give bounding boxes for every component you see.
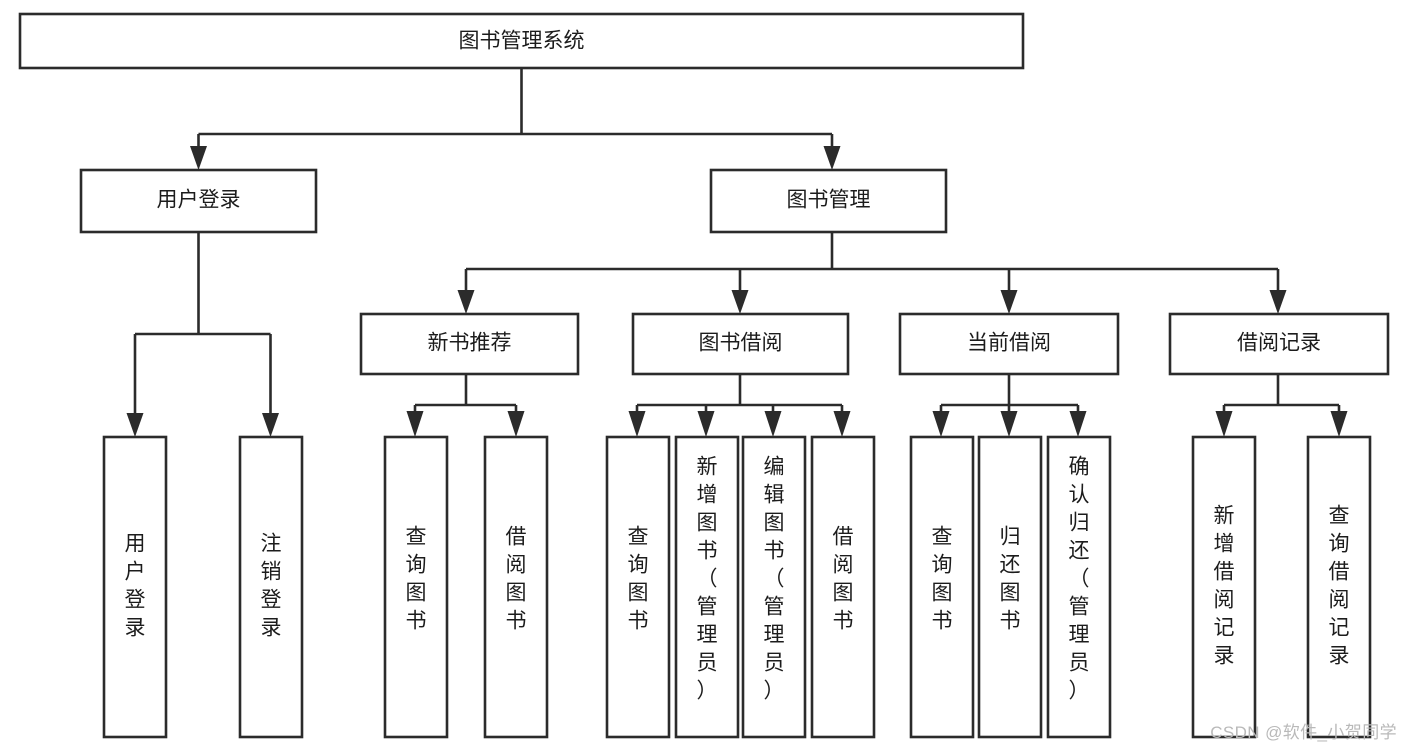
node-leaf-add-record-label: 新增借阅记录 <box>1214 505 1235 668</box>
node-borrow-record-box[interactable] <box>1168 312 1390 376</box>
node-book-manage-label: 图书管理 <box>787 189 871 212</box>
node-book-manage[interactable]: 图书管理 <box>709 168 948 234</box>
arrow-to-borrow-record <box>1269 290 1287 314</box>
arrow-leaf-add-book <box>697 411 715 437</box>
arrow-leaf-query-record <box>1330 411 1348 437</box>
node-user-login-box[interactable] <box>79 168 318 234</box>
node-current-borrow-box[interactable] <box>898 312 1120 376</box>
node-leaf-borrow-book-1[interactable]: 借阅图书 <box>483 435 549 739</box>
node-leaf-add-book-label: 新增图书（管理员） <box>697 456 718 703</box>
arrow-to-new-book-recommend <box>457 290 475 314</box>
node-book-borrow-box[interactable] <box>631 312 850 376</box>
node-current-borrow[interactable]: 当前借阅 <box>898 312 1120 376</box>
node-leaf-query-book-2[interactable]: 查询图书 <box>605 435 671 739</box>
arrow-leaf-query-book-3 <box>932 411 950 437</box>
node-leaf-query-book-3-label: 查询图书 <box>932 526 953 633</box>
node-new-book-recommend-box[interactable] <box>359 312 580 376</box>
node-leaf-query-book-2-box[interactable] <box>605 435 671 739</box>
node-root-label: 图书管理系统 <box>459 30 585 53</box>
arrow-leaf-query-book-1 <box>406 411 424 437</box>
node-leaf-user-login-box[interactable] <box>102 435 168 739</box>
node-leaf-return-book-label: 归还图书 <box>1000 526 1021 633</box>
arrow-leaf-user-login <box>126 413 144 437</box>
node-user-login[interactable]: 用户登录 <box>79 168 318 234</box>
node-leaf-borrow-book-1-label: 借阅图书 <box>506 526 527 633</box>
node-leaf-confirm-return-box[interactable] <box>1046 435 1112 739</box>
node-leaf-query-record[interactable]: 查询借阅记录 <box>1306 435 1372 739</box>
arrow-to-book-manage <box>823 146 841 170</box>
node-new-book-recommend-label: 新书推荐 <box>428 332 512 355</box>
node-leaf-user-login[interactable]: 用户登录 <box>102 435 168 739</box>
arrow-leaf-return-book <box>1000 411 1018 437</box>
node-borrow-record-label: 借阅记录 <box>1237 332 1321 355</box>
node-leaf-add-book-box[interactable] <box>674 435 740 739</box>
csdn-watermark: CSDN @软件_小贺同学 <box>1210 723 1397 742</box>
node-leaf-query-book-1-label: 查询图书 <box>406 526 427 633</box>
node-leaf-query-book-3[interactable]: 查询图书 <box>909 435 975 739</box>
node-leaf-edit-book[interactable]: 编辑图书（管理员） <box>741 435 807 739</box>
node-leaf-query-book-3-box[interactable] <box>909 435 975 739</box>
node-book-borrow-label: 图书借阅 <box>699 332 783 355</box>
node-root-box[interactable] <box>18 12 1025 70</box>
node-borrow-record[interactable]: 借阅记录 <box>1168 312 1390 376</box>
arrow-leaf-borrow-book-2 <box>833 411 851 437</box>
node-book-borrow[interactable]: 图书借阅 <box>631 312 850 376</box>
node-leaf-edit-book-box[interactable] <box>741 435 807 739</box>
node-new-book-recommend[interactable]: 新书推荐 <box>359 312 580 376</box>
node-leaf-confirm-return-label: 确认归还（管理员） <box>1069 456 1090 703</box>
node-root[interactable]: 图书管理系统 <box>18 12 1025 70</box>
node-leaf-query-book-1[interactable]: 查询图书 <box>383 435 449 739</box>
node-leaf-return-book-box[interactable] <box>977 435 1043 739</box>
arrow-leaf-borrow-book-1 <box>507 411 525 437</box>
connector-layer <box>126 68 1348 437</box>
node-leaf-borrow-book-2[interactable]: 借阅图书 <box>810 435 876 739</box>
node-leaf-borrow-book-1-box[interactable] <box>483 435 549 739</box>
arrow-leaf-user-logout <box>262 413 279 437</box>
node-leaf-borrow-book-2-box[interactable] <box>810 435 876 739</box>
arrow-leaf-add-record <box>1215 411 1233 437</box>
arrow-leaf-edit-book <box>764 411 782 437</box>
node-leaf-user-login-label: 用户登录 <box>125 533 146 640</box>
node-book-manage-box[interactable] <box>709 168 948 234</box>
node-leaf-user-logout-box[interactable] <box>238 435 304 739</box>
node-leaf-user-logout[interactable]: 注销登录 <box>238 435 304 739</box>
arrow-to-book-borrow <box>731 290 749 314</box>
node-leaf-query-book-2-label: 查询图书 <box>628 526 649 633</box>
node-leaf-add-book[interactable]: 新增图书（管理员） <box>674 435 740 739</box>
node-leaf-query-record-label: 查询借阅记录 <box>1329 505 1350 668</box>
node-leaf-borrow-book-2-label: 借阅图书 <box>833 526 854 633</box>
arrow-to-current-borrow <box>1000 290 1018 314</box>
node-leaf-query-book-1-box[interactable] <box>383 435 449 739</box>
node-leaf-query-record-box[interactable] <box>1306 435 1372 739</box>
node-current-borrow-label: 当前借阅 <box>967 332 1051 355</box>
node-leaf-return-book[interactable]: 归还图书 <box>977 435 1043 739</box>
node-leaf-add-record[interactable]: 新增借阅记录 <box>1191 435 1257 739</box>
arrow-leaf-query-book-2 <box>628 411 646 437</box>
node-leaf-confirm-return[interactable]: 确认归还（管理员） <box>1046 435 1112 739</box>
node-leaf-add-record-box[interactable] <box>1191 435 1257 739</box>
node-leaf-user-logout-label: 注销登录 <box>261 533 282 640</box>
arrow-leaf-confirm-return <box>1069 411 1087 437</box>
arrow-to-user-login <box>190 146 207 170</box>
node-user-login-label: 用户登录 <box>157 189 241 212</box>
node-leaf-edit-book-label: 编辑图书（管理员） <box>764 456 785 703</box>
